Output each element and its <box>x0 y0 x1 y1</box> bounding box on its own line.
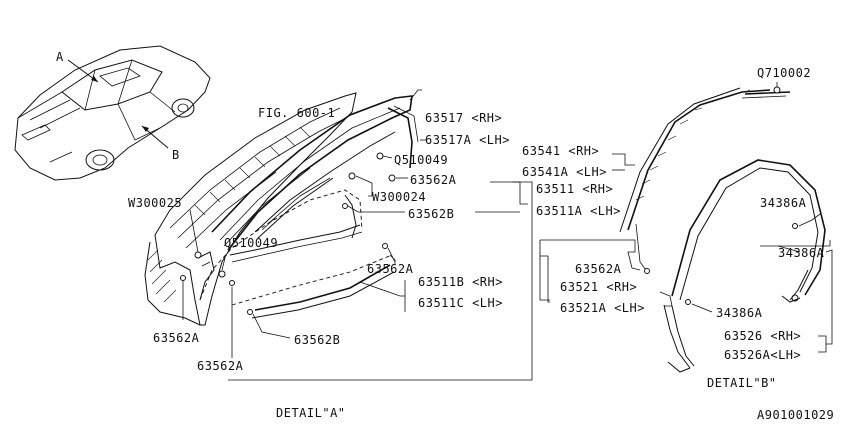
clip-63562a-left <box>180 275 186 281</box>
label-detail-a: DETAIL"A" <box>276 406 346 420</box>
label-34386a-3: 34386A <box>716 306 763 320</box>
label-63541a-lh: 63541A <LH> <box>522 165 607 179</box>
clip-34386a-low <box>685 299 691 305</box>
car-overview-illustration <box>14 45 211 181</box>
clip-63562a-low <box>229 280 235 286</box>
clip-q510049-mid <box>218 270 226 278</box>
label-63541-rh: 63541 <RH> <box>522 144 600 158</box>
label-q710002: Q710002 <box>757 66 812 80</box>
label-34386a-2: 34386A <box>778 246 825 260</box>
label-63521-rh: 63521 <RH> <box>560 280 638 294</box>
detail-a-door-assembly <box>144 89 533 381</box>
label-63562b-2: 63562B <box>294 333 341 347</box>
clip-63562a-detail-b <box>644 268 650 274</box>
label-34386a-1: 34386A <box>760 196 807 210</box>
label-car-a: A <box>56 50 64 64</box>
label-w300025: W300025 <box>128 196 183 210</box>
label-q510049-mid: Q510049 <box>224 236 279 250</box>
clip-63562b-low <box>247 309 253 315</box>
detail-b-rear-assembly <box>539 82 833 373</box>
clip-34386a-top <box>792 223 798 229</box>
label-w300024: W300024 <box>372 190 427 204</box>
label-63517-rh: 63517 <RH> <box>425 111 503 125</box>
clip-63562b-top <box>342 203 348 209</box>
label-63562a-4: 63562A <box>197 359 244 373</box>
label-reference-code: A901001029 <box>757 408 835 422</box>
label-63562b-1: 63562B <box>408 207 455 221</box>
label-car-b: B <box>172 148 180 162</box>
label-63511a-lh: 63511A <LH> <box>536 204 621 218</box>
label-q510049-top: Q510049 <box>394 153 449 167</box>
label-63511-rh: 63511 <RH> <box>536 182 614 196</box>
clip-63562a-top <box>388 174 396 182</box>
label-63562a-2: 63562A <box>367 262 414 276</box>
clip-w300024 <box>348 172 356 180</box>
label-63562a-3: 63562A <box>153 331 200 345</box>
label-detail-b: DETAIL"B" <box>707 376 777 390</box>
label-figure-ref: FIG. 600-1 <box>258 106 336 120</box>
label-63526a-lh: 63526A<LH> <box>724 348 802 362</box>
label-63511c-lh: 63511C <LH> <box>418 296 503 310</box>
label-63526-rh: 63526 <RH> <box>724 329 802 343</box>
clip-63562a-right <box>382 243 388 249</box>
label-63521a-lh: 63521A <LH> <box>560 301 645 315</box>
clip-q510049-top <box>376 152 384 160</box>
clip-q710002 <box>773 86 781 94</box>
clip-w300025 <box>194 251 202 259</box>
label-63562a-5: 63562A <box>575 262 622 276</box>
label-63511b-rh: 63511B <RH> <box>418 275 503 289</box>
label-63517a-lh: 63517A <LH> <box>425 133 510 147</box>
label-63562a-1: 63562A <box>410 173 457 187</box>
